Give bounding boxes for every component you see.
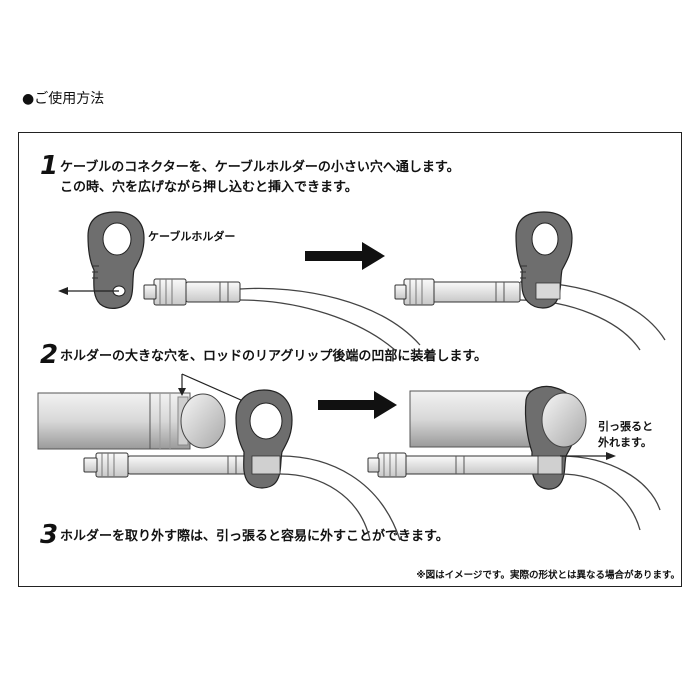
instructions-panel — [18, 132, 682, 587]
step1-holder-left — [87, 211, 145, 309]
step2-pull-arrow-icon — [560, 452, 616, 460]
step2-big-arrow-icon — [318, 391, 397, 419]
step-3-number: 3 — [40, 520, 59, 550]
step2-grip-left — [37, 392, 226, 450]
step1-holder-right — [515, 211, 573, 309]
pull-label-line-1: 引っ張ると — [598, 420, 653, 433]
step-2-line-1: ホルダーの大きな穴を、ロッドのリアグリップ後端の凹部に装着します。 — [60, 349, 488, 364]
step2-holder-left — [235, 389, 293, 489]
step-1: 1 ケーブルのコネクターを、ケーブルホルダーの小さい穴へ通します。 この時、穴を… — [40, 151, 460, 198]
step1-big-arrow-icon — [305, 242, 385, 270]
cable-holder-label: ケーブルホルダー — [148, 230, 236, 243]
step-1-line-2: この時、穴を広げながら押し込むと挿入できます。 — [60, 180, 358, 195]
step-1-line-1: ケーブルのコネクターを、ケーブルホルダーの小さい穴へ通します。 — [60, 160, 460, 175]
step-1-number: 1 — [40, 151, 59, 181]
step1-cable-right — [394, 278, 666, 351]
disclaimer-note: ※図はイメージです。実際の形状とは異なる場合があります。 — [416, 570, 680, 581]
step-2: 2 ホルダーの大きな穴を、ロッドのリアグリップ後端の凹部に装着します。 — [40, 340, 488, 370]
section-heading: ●ご使用方法 — [22, 91, 105, 107]
step-3: 3 ホルダーを取り外す際は、引っ張ると容易に外すことができます。 — [40, 520, 449, 550]
step-3-line-1: ホルダーを取り外す際は、引っ張ると容易に外すことができます。 — [60, 529, 449, 544]
step2-cable-right — [367, 452, 661, 531]
step1-arrow-left — [58, 287, 119, 295]
step2-cable-left — [83, 452, 401, 541]
step2-grip-right — [409, 390, 541, 448]
step1-cable-left — [143, 278, 421, 351]
step-2-number: 2 — [40, 340, 59, 370]
pull-label-line-2: 外れます。 — [598, 436, 652, 449]
